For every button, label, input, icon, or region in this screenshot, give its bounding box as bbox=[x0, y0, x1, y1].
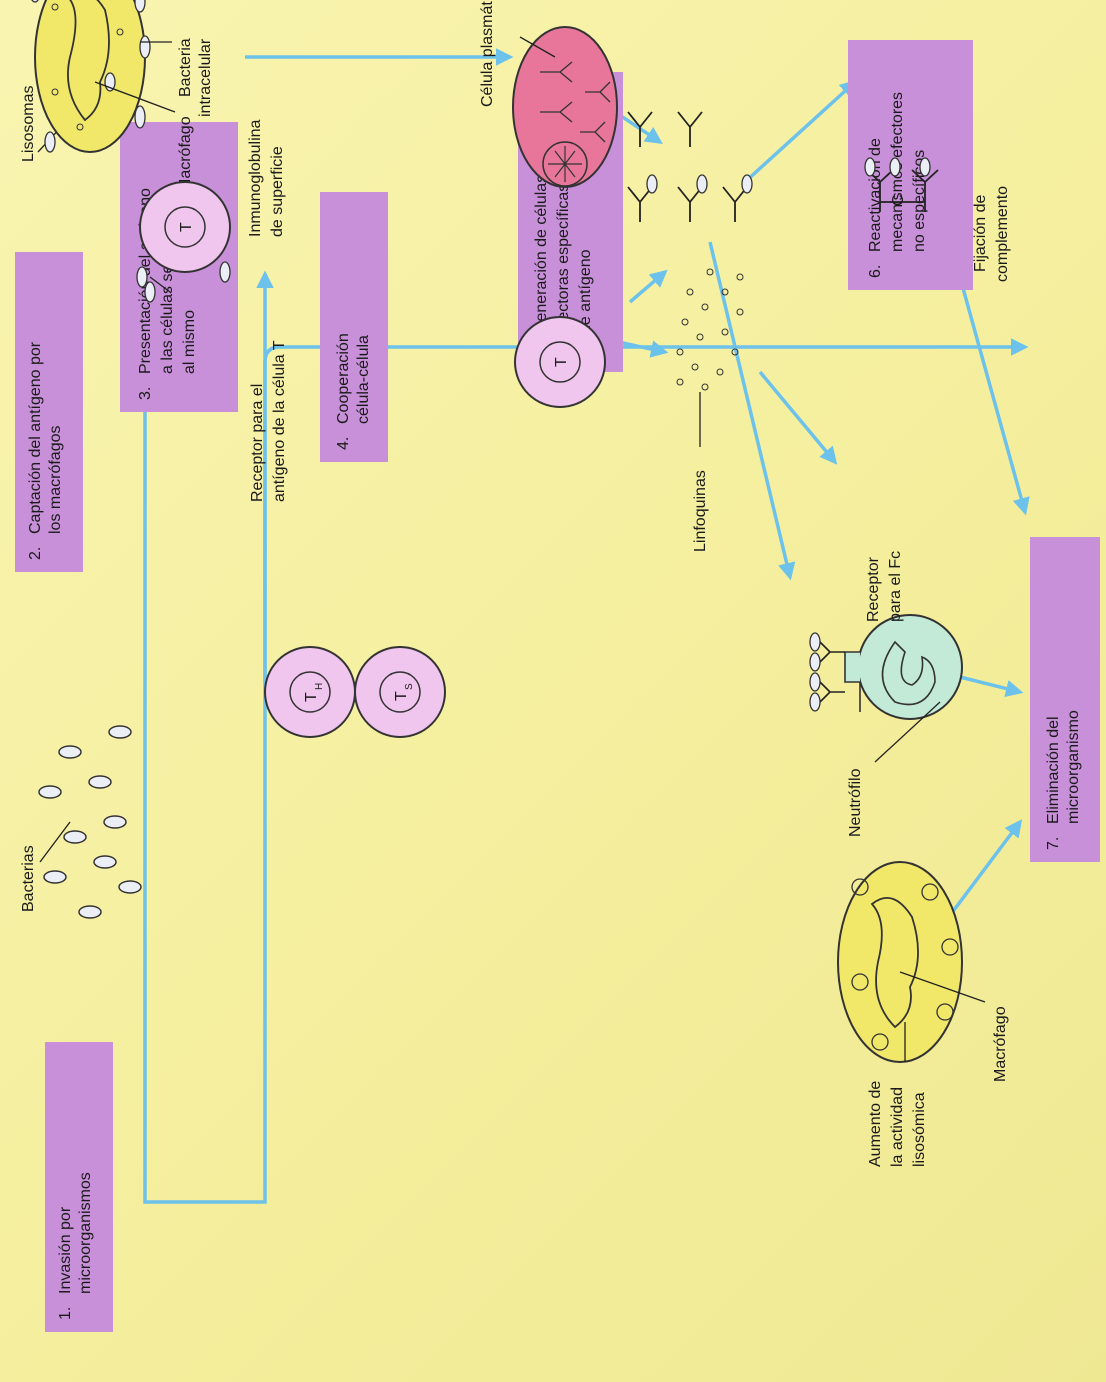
step-1-num: 1. bbox=[57, 1307, 74, 1320]
ts-sub: S bbox=[404, 683, 415, 690]
step-3-num: 3. bbox=[137, 387, 154, 400]
bacterias-leader bbox=[40, 822, 70, 862]
arrow-linfoquinas-macrofago bbox=[760, 372, 835, 462]
bacterias-label: Bacterias bbox=[20, 845, 37, 912]
step-1-line-2: microorganismos bbox=[77, 1172, 94, 1294]
bacteria-cluster bbox=[39, 726, 141, 918]
ts-cell: T S bbox=[355, 647, 445, 737]
step-4-line-2: célula-célula bbox=[355, 335, 372, 424]
step-7-line-1: Eliminación del bbox=[1045, 716, 1062, 824]
antibodies-group bbox=[628, 112, 747, 222]
ts-letter: T bbox=[393, 691, 410, 701]
macrofago-label: Macrófago bbox=[177, 116, 194, 192]
step-2-num: 2. bbox=[27, 547, 44, 560]
step-2-line-1: Captación del antígeno por bbox=[27, 341, 44, 534]
th-cell: T H bbox=[265, 647, 355, 737]
step-1-line-1: Invasión por bbox=[57, 1206, 74, 1294]
linfoquinas-dots bbox=[677, 269, 743, 390]
macrofago-2-cell bbox=[838, 862, 962, 1062]
neutrofilo-label: Neutrófilo bbox=[847, 768, 864, 837]
step-6-line-1: Reactivación de bbox=[867, 138, 884, 252]
step-7-num: 7. bbox=[1045, 837, 1062, 850]
arrow-macrofago-eliminacion bbox=[945, 822, 1020, 922]
t-cell-letter: T bbox=[178, 222, 195, 232]
celula-plasmatica-label: Célula plasmática bbox=[479, 0, 496, 107]
complement-letter: C bbox=[890, 194, 907, 206]
step-7-line-2: microorganismo bbox=[1065, 710, 1082, 824]
th-letter: T bbox=[303, 692, 320, 702]
step-6-num: 6. bbox=[867, 265, 884, 278]
th-sub: H bbox=[314, 683, 325, 690]
step-5-line-2: efectoras específicas bbox=[555, 184, 572, 334]
t2-cell: T bbox=[515, 317, 605, 407]
celula-plasmatica-cell bbox=[513, 27, 617, 187]
arrow-neutrofilo-eliminacion bbox=[960, 677, 1020, 692]
step-5-line-1: Generación de células bbox=[533, 175, 550, 334]
step-4-line-1: Cooperación bbox=[335, 333, 352, 424]
arrow-t2-linfoquinas-1 bbox=[630, 272, 665, 302]
arrow-antibodies-complemento bbox=[745, 82, 855, 182]
lisosomas-label: Lisosomas bbox=[20, 86, 37, 162]
macrofago-2-label: Macrófago bbox=[992, 1006, 1009, 1082]
step-4-num: 4. bbox=[335, 437, 352, 450]
step-2-line-2: los macrófagos bbox=[47, 426, 64, 535]
t2-cell-letter: T bbox=[553, 357, 570, 367]
step-3-line-3: al mismo bbox=[181, 310, 198, 374]
linfoquinas-label: Linfoquinas bbox=[692, 470, 709, 552]
